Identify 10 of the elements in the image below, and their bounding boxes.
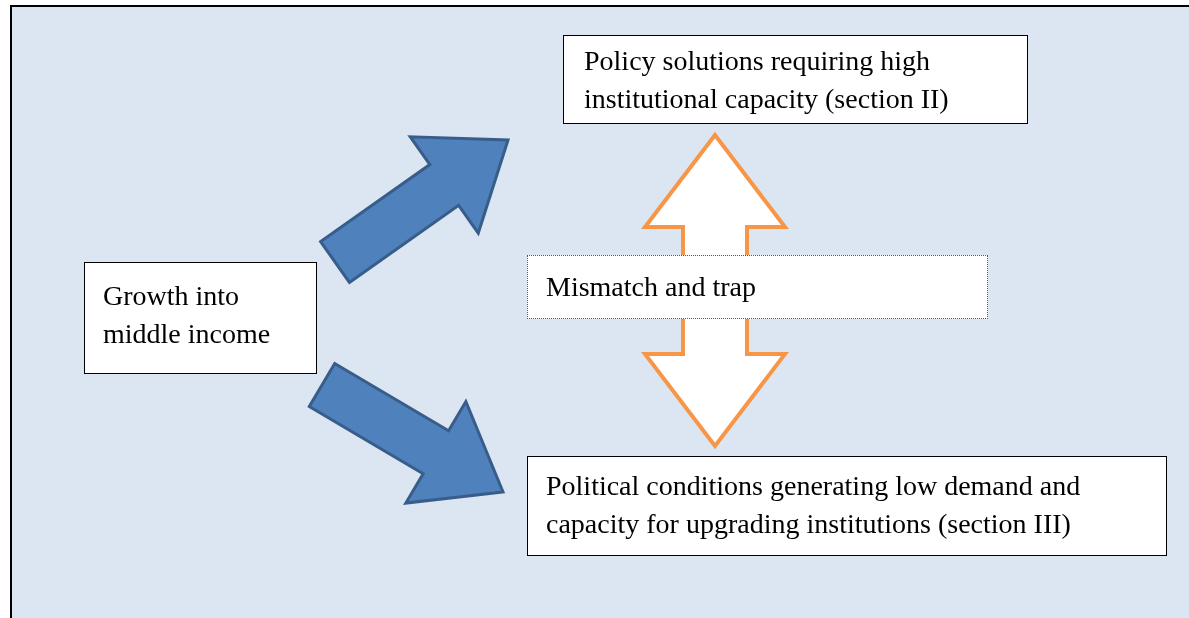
process-box (84, 262, 317, 374)
box-text: Mismatch and trap (546, 270, 757, 304)
block-arrow (318, 135, 511, 285)
box-text: Growth into middle income (103, 279, 272, 351)
box-text: Political conditions generating low demand and capacity for upgrading institutions (section III) (546, 469, 1082, 541)
process-box (563, 35, 1028, 124)
block-arrow (307, 361, 506, 505)
process-box (527, 456, 1167, 556)
label-box (527, 255, 988, 319)
box-text: Policy solutions requiring high institutional capacity (section II) (584, 44, 950, 116)
